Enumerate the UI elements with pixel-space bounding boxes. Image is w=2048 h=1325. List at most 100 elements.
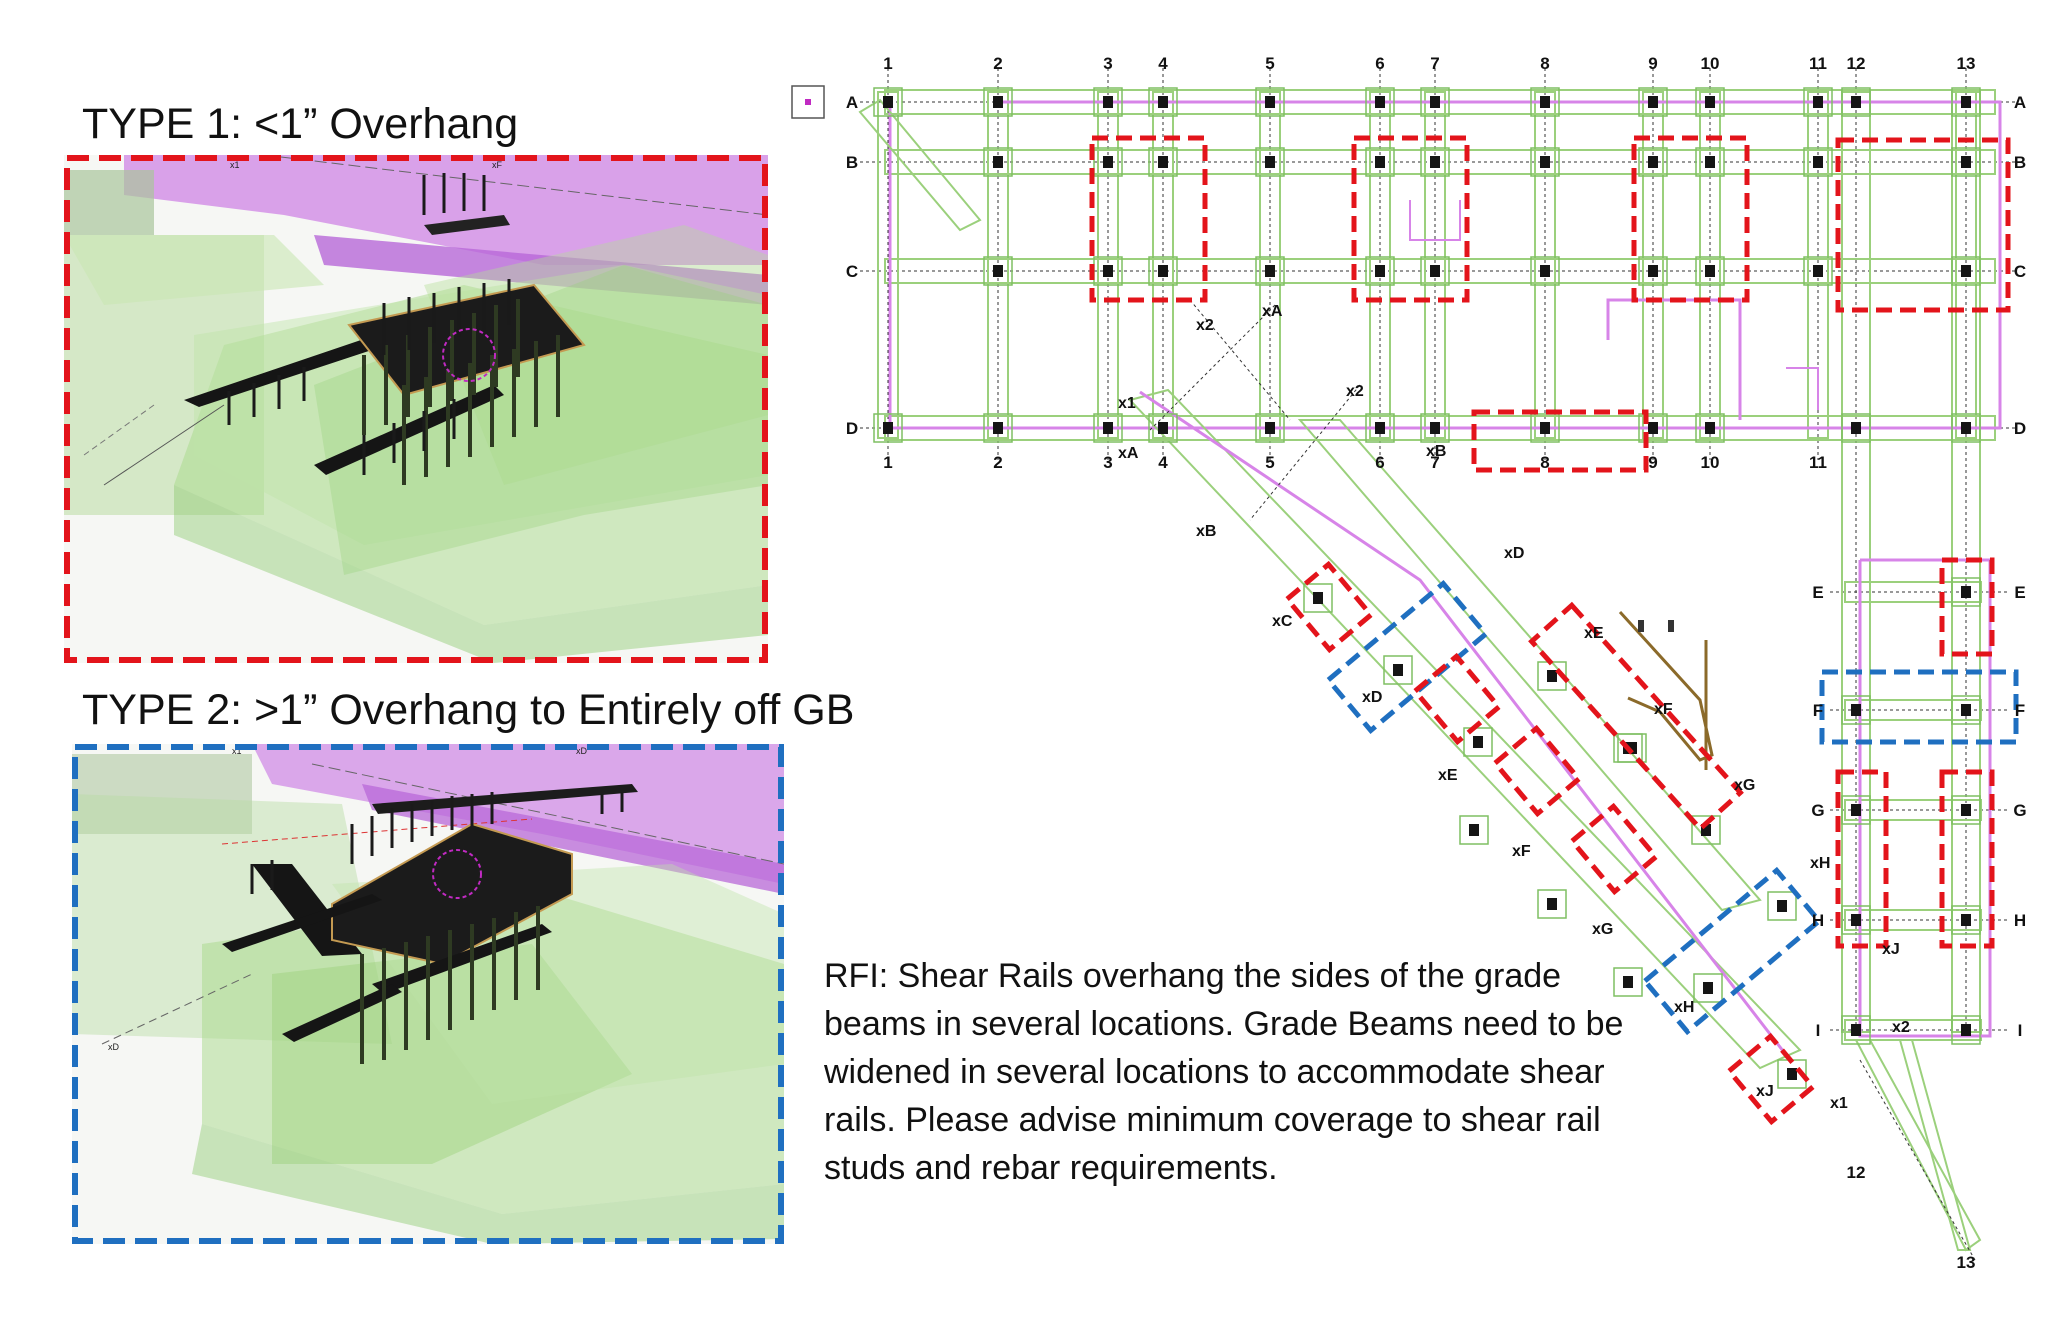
- grid-label-bottom: 10: [1701, 453, 1720, 472]
- panel1-label-x1: x1: [230, 160, 240, 170]
- panel2-label-xd-top: xD: [576, 746, 588, 756]
- pier-outline: [1383, 655, 1413, 685]
- grade-beam: [1534, 91, 1556, 439]
- grid-line-diagonal: [1189, 299, 1291, 421]
- type2-heading: TYPE 2: >1” Overhang to Entirely off GB: [82, 686, 855, 734]
- grade-beam: [884, 258, 1996, 284]
- grid-label-top: 13: [1957, 54, 1976, 73]
- grid-label-right: G: [2013, 801, 2026, 820]
- grid-label-right: H: [2014, 911, 2026, 930]
- pier-row-a: [1695, 87, 1725, 117]
- shear-rail-mark: [1813, 96, 1823, 108]
- diagonal-grid-label: x2: [1196, 317, 1214, 334]
- shear-rail-mark: [1813, 156, 1823, 168]
- shear-rail-mark: [1623, 976, 1633, 988]
- pier-outline: [1951, 147, 1981, 177]
- diagonal-grid-label: xH: [1674, 999, 1694, 1016]
- shear-rail-mark: [1777, 900, 1787, 912]
- pier-outline: [1951, 695, 1981, 725]
- type2-model-view: x1 xD xD: [72, 744, 784, 1244]
- diagonal-grid-label: xB: [1196, 523, 1216, 540]
- shear-rail-mark: [1961, 1024, 1971, 1036]
- grid-label-wing-col: 12: [1847, 1163, 1866, 1182]
- diagonal-grid-label: xC: [1272, 613, 1293, 630]
- shear-rail-mark: [1469, 824, 1479, 836]
- diagonal-grid-label: xG: [1734, 777, 1755, 794]
- pier-row-a: [1638, 87, 1668, 117]
- shear-rail-mark: [1103, 265, 1113, 277]
- slab-edge: [1139, 390, 1792, 1061]
- grid-label-wing: I: [1816, 1021, 1821, 1040]
- shear-rail-mark: [1430, 96, 1440, 108]
- type1-dashed-box: [64, 155, 768, 663]
- pier-outline: [1951, 905, 1981, 935]
- pier-outline: [983, 147, 1013, 177]
- pier-outline: [1613, 967, 1643, 997]
- grid-label-wing: G: [1811, 801, 1824, 820]
- pier-outline: [983, 413, 1013, 443]
- type1-box: [1725, 1032, 1817, 1126]
- shear-rail-mark: [1265, 156, 1275, 168]
- shear-rail-mark: [1705, 422, 1715, 434]
- detail-sketch: [1638, 620, 1644, 632]
- grid-label-wing-col: 13: [1957, 1253, 1976, 1272]
- pier-outline: [983, 256, 1013, 286]
- diagonal-grid-label: xJ: [1882, 941, 1900, 958]
- diagonal-grid-label: xF: [1654, 701, 1673, 718]
- grid-label-bottom: 9: [1648, 453, 1657, 472]
- pier-outline: [1530, 256, 1560, 286]
- type1-box: [1939, 557, 1995, 657]
- pier-outline: [1841, 413, 1871, 443]
- grid-label-top: 12: [1847, 54, 1866, 73]
- shear-rail-mark: [1703, 982, 1713, 994]
- grid-label-bottom: 4: [1158, 453, 1168, 472]
- pier-row-a: [1530, 87, 1560, 117]
- diagonal-grid-label: xA: [1118, 445, 1139, 462]
- shear-rail-mark: [1103, 422, 1113, 434]
- grade-beam: [877, 91, 899, 439]
- type1-box: [1939, 769, 1995, 949]
- legend-box: [805, 99, 811, 105]
- shear-rail-mark: [1851, 804, 1861, 816]
- shear-rail-mark: [1851, 1024, 1861, 1036]
- pier-outline: [1255, 256, 1285, 286]
- shear-rail-mark: [1158, 156, 1168, 168]
- grade-beam: [1807, 91, 1829, 439]
- diagonal-grid-label: xG: [1592, 921, 1613, 938]
- pier-row-a: [1803, 87, 1833, 117]
- grid-label-right: D: [2014, 419, 2026, 438]
- shear-rail-mark: [1265, 422, 1275, 434]
- grade-beam: [1369, 91, 1391, 439]
- shear-rail-mark: [1961, 804, 1971, 816]
- shear-rail-mark: [1158, 265, 1168, 277]
- grid-label-wing: F: [1813, 701, 1823, 720]
- grade-beam: [884, 149, 1996, 175]
- grid-label-top: 4: [1158, 54, 1168, 73]
- shear-rail-mark: [1393, 664, 1403, 676]
- shear-rail-mark: [1961, 586, 1971, 598]
- pier-outline: [1148, 147, 1178, 177]
- grid-label-right: C: [2014, 262, 2026, 281]
- type1-box: [1411, 652, 1503, 746]
- panel2-label-xd-left: xD: [108, 1042, 120, 1052]
- shear-rail-mark: [1961, 914, 1971, 926]
- type1-box: [1089, 135, 1208, 303]
- pier-row-a: [873, 87, 903, 117]
- grade-beam-diagonal: [1128, 388, 1802, 1070]
- diagonal-grid-label: x1: [1118, 395, 1136, 412]
- pier-outline: [1365, 147, 1395, 177]
- grid-line-diagonal: [1249, 384, 1361, 521]
- grid-label-left: A: [846, 93, 858, 112]
- shear-rail-mark: [1705, 156, 1715, 168]
- type1-box: [1491, 724, 1583, 818]
- slab-edge: [1786, 367, 1819, 410]
- type1-box: [1568, 802, 1660, 896]
- shear-rail-mark: [1813, 265, 1823, 277]
- shear-rail-mark: [883, 422, 893, 434]
- grid-label-top: 8: [1540, 54, 1549, 73]
- legend-box: [791, 85, 825, 119]
- pier-outline: [1459, 815, 1489, 845]
- pier-row-a: [1148, 87, 1178, 117]
- diagonal-grid-label: xE: [1584, 625, 1604, 642]
- diagonal-grid-label: xF: [1512, 843, 1531, 860]
